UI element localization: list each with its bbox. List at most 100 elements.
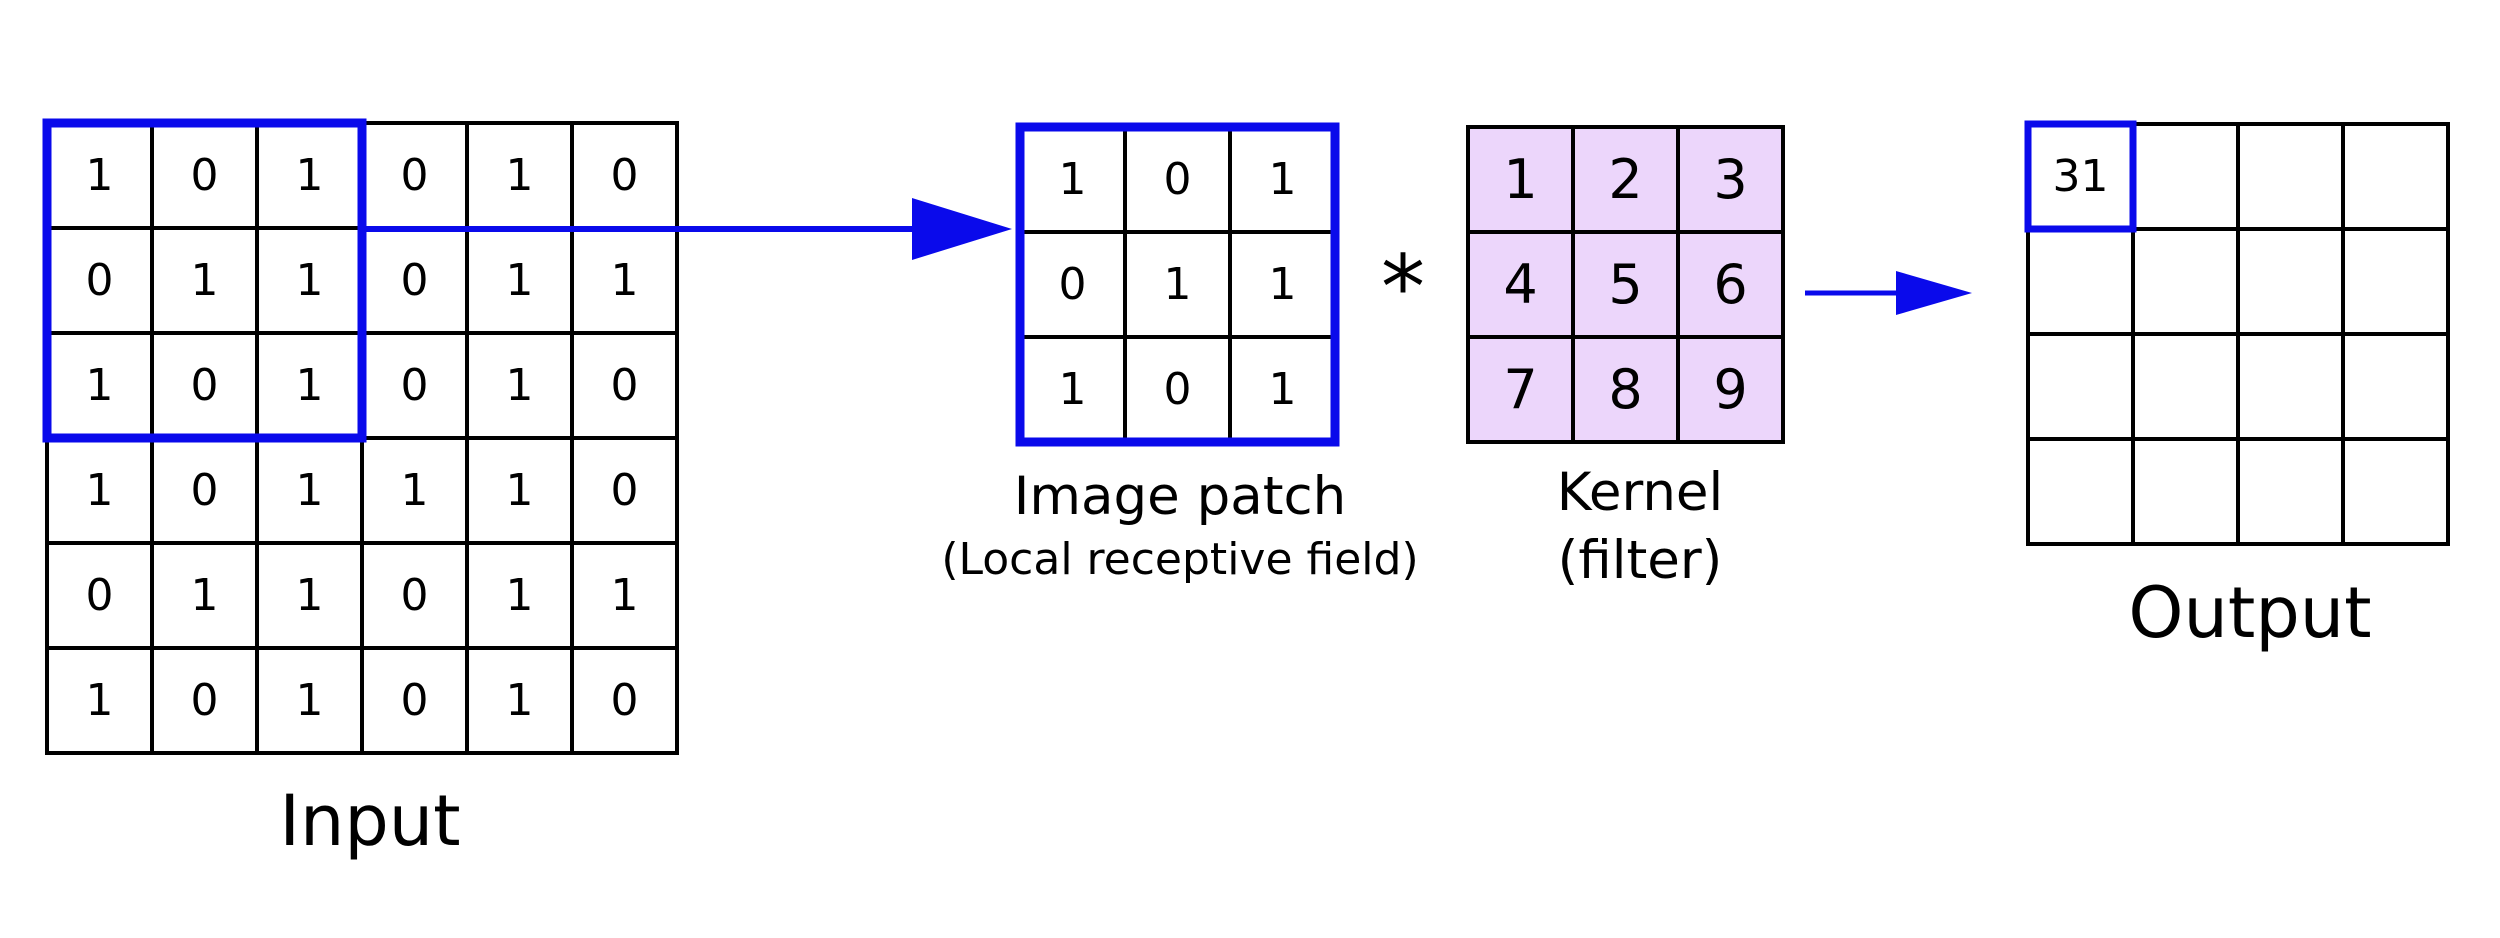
input-cell-value: 0 (401, 255, 429, 306)
output-cell (2341, 437, 2450, 546)
input-cell-value: 1 (296, 255, 324, 306)
image-patch-title: Image patch (1013, 466, 1347, 527)
input-cell-value: 0 (401, 570, 429, 621)
patch-cell-value: 0 (1164, 154, 1192, 205)
input-cell (255, 646, 364, 755)
input-cell-value: 1 (506, 570, 534, 621)
input-cell-value: 0 (611, 150, 639, 201)
input-cell (465, 646, 574, 755)
kernel-cell (1466, 335, 1575, 444)
input-cell (255, 226, 364, 335)
input-cell-value: 1 (296, 465, 324, 516)
input-cell-value: 1 (296, 570, 324, 621)
input-cell (255, 331, 364, 440)
kernel-cell (1571, 335, 1680, 444)
input-cell-value: 0 (86, 570, 114, 621)
convolution-operator: * (1381, 236, 1425, 339)
kernel-cell-value: 2 (1608, 148, 1642, 211)
output-cell (2026, 437, 2135, 546)
input-cell-value: 0 (191, 360, 219, 411)
output-cell (2131, 227, 2240, 336)
output-cell (2341, 122, 2450, 231)
input-cell-value: 1 (506, 465, 534, 516)
kernel-cell (1571, 230, 1680, 339)
kernel-subtitle: (filter) (1557, 530, 1723, 591)
input-cell (150, 331, 259, 440)
kernel-cell-value: 1 (1503, 148, 1537, 211)
output-cell (2236, 122, 2345, 231)
output-cell (2131, 332, 2240, 441)
input-label: Input (279, 780, 461, 862)
input-cell-value: 0 (401, 675, 429, 726)
kernel-cell (1676, 230, 1785, 339)
input-cell-value: 0 (86, 255, 114, 306)
input-to-patch-arrowhead (912, 198, 1012, 260)
input-cell-value: 1 (86, 465, 114, 516)
patch-highlight-border (1015, 122, 1340, 447)
output-cell-value: 31 (2053, 151, 2109, 202)
output-grid: 31 (2026, 122, 2450, 546)
input-cell-value: 0 (611, 675, 639, 726)
kernel-title: Kernel (1556, 462, 1724, 523)
input-cell-value: 1 (296, 150, 324, 201)
patch-cell-value: 0 (1164, 364, 1192, 415)
patch-cell-value: 1 (1059, 154, 1087, 205)
input-cell-value: 0 (191, 465, 219, 516)
kernel-cell-value: 8 (1608, 358, 1642, 421)
output-cell (2236, 437, 2345, 546)
output-label: Output (2128, 572, 2372, 654)
patch-cell (1018, 230, 1127, 339)
input-cell-value: 1 (506, 150, 534, 201)
input-cell-value: 1 (611, 255, 639, 306)
kernel-cell-value: 7 (1503, 358, 1537, 421)
output-cell (2131, 122, 2240, 231)
image-patch-grid: 1 0 1 0 1 1 1 0 1 (1018, 125, 1337, 444)
kernel-cell (1676, 125, 1785, 234)
patch-cell-value: 1 (1059, 364, 1087, 415)
output-cell (2236, 332, 2345, 441)
output-cell (2236, 227, 2345, 336)
kernel-cell-value: 4 (1503, 253, 1537, 316)
input-cell-value: 1 (296, 675, 324, 726)
patch-cell-value: 1 (1269, 154, 1297, 205)
patch-cell-value: 1 (1269, 259, 1297, 310)
patch-cell-value: 0 (1059, 259, 1087, 310)
input-cell-value: 0 (611, 465, 639, 516)
input-cell (45, 436, 154, 545)
patch-cell-value: 1 (1269, 364, 1297, 415)
output-cell (2341, 332, 2450, 441)
kernel-cell-value: 6 (1713, 253, 1747, 316)
output-cell (2131, 437, 2240, 546)
input-cell (465, 331, 574, 440)
kernel-cell (1571, 125, 1680, 234)
input-cell-value: 1 (191, 570, 219, 621)
input-cell (570, 226, 679, 335)
kernel-cell-value: 5 (1608, 253, 1642, 316)
input-cell-value: 1 (611, 570, 639, 621)
input-cell-value: 1 (506, 675, 534, 726)
kernel-cell-value: 3 (1713, 148, 1747, 211)
output-cell-highlight (2024, 120, 2137, 233)
input-receptive-field-highlight (42, 118, 367, 443)
input-cell-value: 1 (191, 255, 219, 306)
input-cell-value: 0 (401, 360, 429, 411)
input-cell-value: 1 (86, 360, 114, 411)
input-cell-value: 1 (506, 255, 534, 306)
input-cell-value: 0 (191, 675, 219, 726)
input-cell (465, 436, 574, 545)
input-cell-value: 1 (401, 465, 429, 516)
input-cell (465, 541, 574, 650)
input-cell (570, 646, 679, 755)
input-cell (360, 646, 469, 755)
kernel-cell (1676, 335, 1785, 444)
input-cell-value: 1 (86, 675, 114, 726)
output-cell (2341, 227, 2450, 336)
input-cell-value: 0 (401, 150, 429, 201)
input-cell (570, 331, 679, 440)
input-cell (255, 541, 364, 650)
output-cell (2026, 332, 2135, 441)
patch-cell-value: 1 (1164, 259, 1192, 310)
